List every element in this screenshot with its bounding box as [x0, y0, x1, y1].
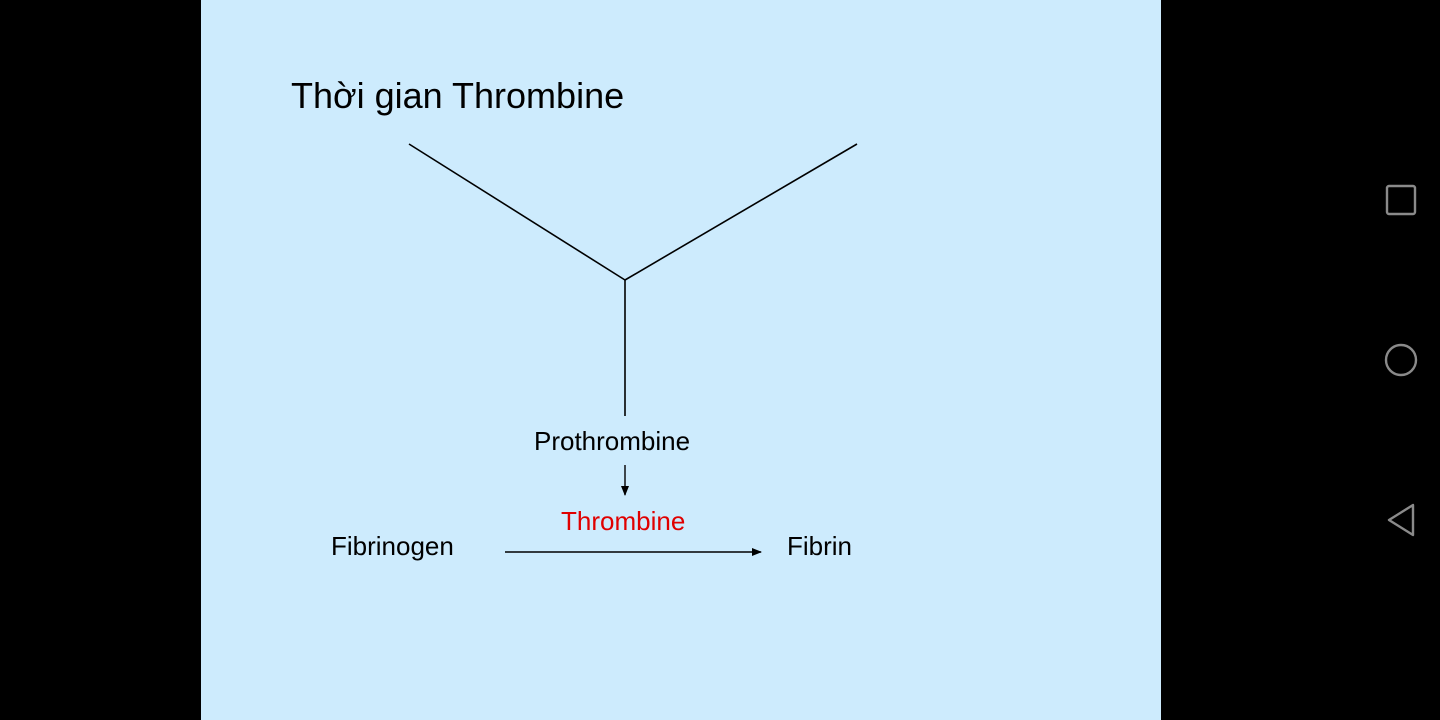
thrombine-label: Thrombine	[561, 506, 686, 536]
back-button[interactable]	[1381, 500, 1421, 540]
home-button[interactable]	[1381, 340, 1421, 380]
presentation-slide: Thời gian Thrombine Prothrombine Thrombi…	[201, 0, 1161, 720]
right-branch-line	[624, 143, 858, 281]
prothrombine-label: Prothrombine	[534, 426, 691, 456]
fibrinogen-label: Fibrinogen	[331, 531, 454, 561]
recents-button[interactable]	[1381, 180, 1421, 220]
back-triangle-icon	[1387, 503, 1415, 537]
home-circle-icon	[1384, 343, 1418, 377]
pathway-diagram	[408, 143, 858, 556]
system-navigation-bar	[1161, 0, 1440, 720]
left-branch-line	[408, 143, 626, 281]
recents-square-icon	[1385, 184, 1417, 216]
slide-title: Thời gian Thrombine	[291, 75, 625, 116]
fibrin-label: Fibrin	[787, 531, 853, 561]
